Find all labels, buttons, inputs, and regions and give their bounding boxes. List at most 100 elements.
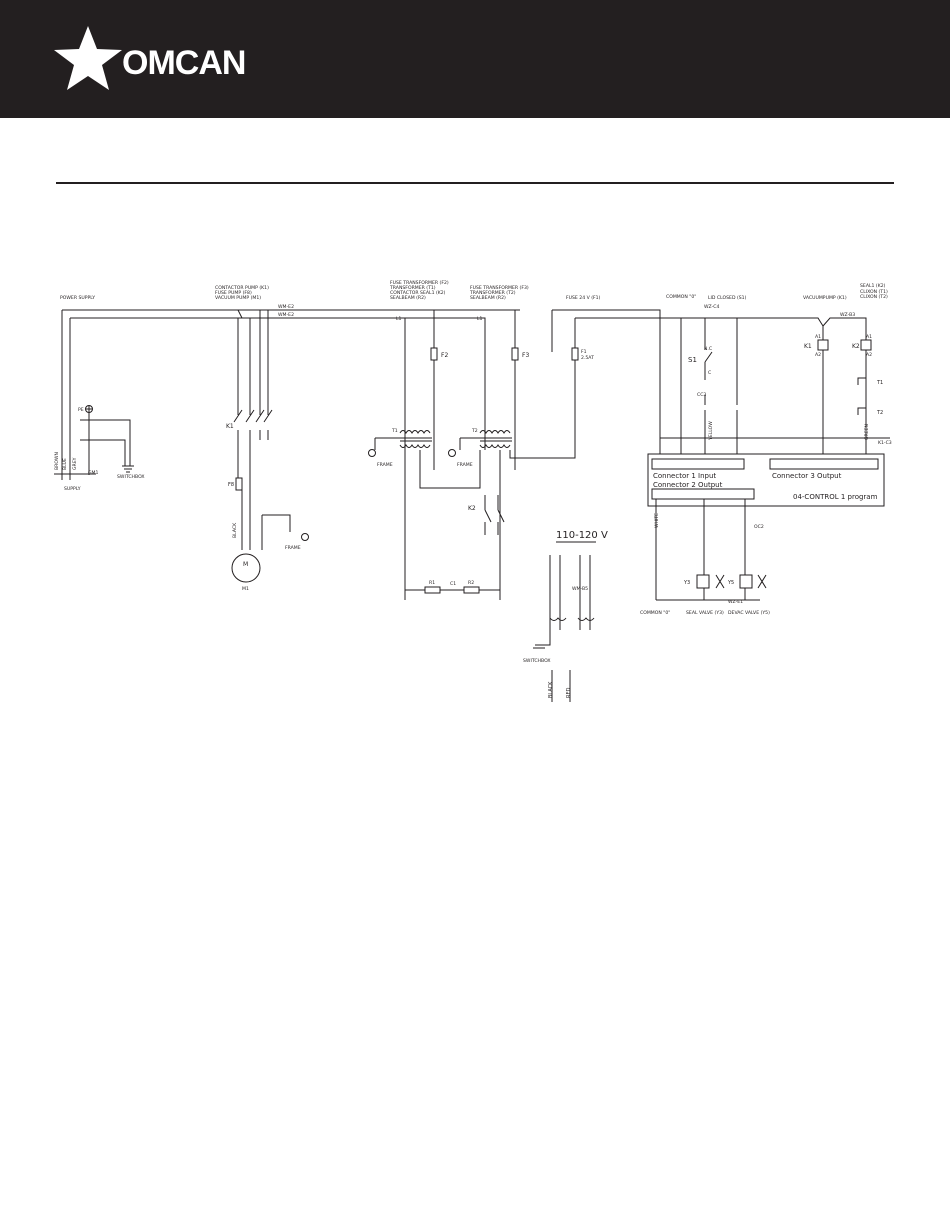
label-r2: R2: [468, 580, 474, 586]
fuse-f2-icon: [430, 347, 438, 361]
label-seal-valve: SEAL VALVE (Y3): [686, 610, 724, 616]
label-t2: T2: [471, 428, 478, 434]
label-gm1: GM1: [88, 470, 99, 476]
wire-vacuumpump: [575, 317, 824, 458]
label-frame-a: FRAME: [377, 462, 393, 468]
frame-ground-icon-a: [368, 449, 376, 457]
label-vacuum-pump: VACUUM PUMP (M1): [215, 295, 261, 301]
wire-24v-return: [520, 318, 576, 459]
label-transformer-t1: TRANSFORMER (T1): [389, 285, 436, 291]
label-motor-m: M: [243, 561, 248, 568]
label-grey: GREY: [72, 457, 78, 470]
label-yellow: YELLOW: [708, 421, 714, 441]
label-wm-e2-top: WM-E2: [278, 304, 294, 310]
frame-ground-icon-c: [301, 533, 309, 541]
label-k1-c3: K1-C3: [878, 440, 892, 446]
label-f8: F8: [228, 482, 234, 488]
motor-m1-icon: [231, 553, 261, 583]
wire-motor-ground: [261, 514, 291, 550]
label-m1: M1: [242, 586, 249, 592]
label-t1: T1: [391, 428, 398, 434]
label-l1-b: L1: [477, 316, 483, 322]
label-switchbox-b: SWITCHBOX: [523, 658, 551, 664]
label-clixon-t2: CLIXON (T2): [860, 294, 888, 300]
label-wm-e2-mid: WM-E2: [278, 312, 294, 318]
coil-k1-icon: [817, 339, 829, 351]
label-r1: R1: [429, 580, 435, 586]
label-a2-a: A2: [815, 352, 821, 358]
wiring-diagram: POWER SUPPLY CONTACTOR PUMP (K1) FUSE PU…: [0, 270, 950, 710]
label-fuse-24v: FUSE 24 V (F1): [566, 295, 601, 301]
label-f2: F2: [441, 352, 448, 359]
label-sealbeam-a: SEALBEAM (R2): [390, 295, 426, 301]
label-black: BLACK: [232, 522, 238, 538]
label-wz-b3: WZ-B3: [840, 312, 855, 318]
label-fuse-pump: FUSE PUMP (F8): [215, 290, 252, 296]
label-black-b: BLACK: [548, 681, 554, 698]
label-f3: F3: [522, 352, 529, 359]
connector-2-block: [651, 488, 755, 500]
label-c1: C1: [450, 581, 456, 587]
valve-y5-icon: [739, 574, 753, 589]
label-connector-3: Connector 3 Output: [772, 472, 842, 480]
transformer-t2: T2: [471, 428, 575, 600]
bus-wm-e2-mid: [250, 317, 406, 450]
transformer-t1: T1: [391, 428, 481, 600]
label-c: C: [708, 370, 711, 376]
label-k2-contact: K2: [468, 505, 476, 512]
label-k2-coil: K2: [852, 343, 860, 350]
label-frame-c: FRAME: [285, 545, 301, 551]
label-fuse-transformer-f3: FUSE TRANSFORMER (F3): [470, 285, 529, 291]
label-clixon-t1: CLIXON (T1): [860, 289, 888, 295]
label-s1: S1: [688, 356, 697, 364]
label-transformer-t2: TRANSFORMER (T2): [469, 290, 516, 296]
label-white: WHITE: [654, 513, 660, 528]
label-wm-b5: WM-B5: [572, 586, 588, 592]
label-t2-clixon: T2: [876, 410, 883, 416]
valve-y3-icon: [696, 574, 710, 589]
label-nc: N.C: [704, 346, 712, 352]
label-controller: 04-CONTROL 1 program: [793, 493, 878, 501]
label-contactor-seal: CONTACTOR SEAL1 (K2): [390, 290, 446, 296]
label-oc2: OC2: [754, 524, 764, 530]
label-wz-e1: WZ-E1: [728, 599, 743, 605]
page-header: OMCAN: [0, 0, 950, 118]
label-vacuumpump: VACUUMPUMP (K1): [803, 295, 847, 301]
brand-name: OMCAN: [122, 44, 246, 82]
wire-pe: [80, 406, 131, 475]
label-devac-valve: DEVAC VALVE (Y5): [728, 610, 770, 616]
omcan-logo: OMCAN: [54, 26, 246, 94]
label-contactor-pump: CONTACTOR PUMP (K1): [215, 285, 269, 291]
label-y3: Y3: [683, 580, 690, 586]
header-divider: [56, 182, 894, 184]
label-brown: BROWN: [54, 452, 60, 470]
frame-ground-icon-b: [448, 449, 456, 457]
label-power-supply: POWER SUPPLY: [60, 295, 95, 301]
valve-symbol-icons: [715, 574, 767, 589]
coil-k2-icon: [860, 339, 872, 351]
fuse-f8-icon: [235, 477, 243, 491]
label-sealbeam-b: SEALBEAM (R2): [470, 295, 506, 301]
label-t1-clixon: T1: [876, 380, 883, 386]
contactor-k2-icon: [484, 495, 505, 535]
bus-n: [69, 317, 250, 480]
wire-common: [552, 309, 661, 458]
bus-wm-e2-top: [237, 309, 520, 319]
contactor-k1: K1: [226, 310, 273, 550]
label-connector-2: Connector 2 Output: [653, 481, 723, 489]
label-voltage: 110-120 V: [556, 530, 608, 541]
label-cc3: CC3: [697, 392, 706, 398]
fuse-f3-icon: [511, 347, 519, 361]
label-y5: Y5: [727, 580, 734, 586]
sealbeam-r2-icon: [463, 586, 480, 594]
label-switchbox-a: SWITCHBOX: [117, 474, 145, 480]
wire-seal: [822, 317, 867, 458]
wire-switchbox-a: [80, 439, 126, 466]
wire-wz-e1: [656, 588, 760, 601]
voltage-transformer: SWITCHBOX WM-B5 BLACK RED: [523, 555, 595, 702]
wire-valves: [655, 499, 746, 600]
label-a2-b: A2: [866, 352, 872, 358]
label-blue: BLUE: [62, 458, 68, 470]
label-common: COMMON "0": [666, 294, 696, 300]
label-f1: F1: [581, 349, 587, 355]
